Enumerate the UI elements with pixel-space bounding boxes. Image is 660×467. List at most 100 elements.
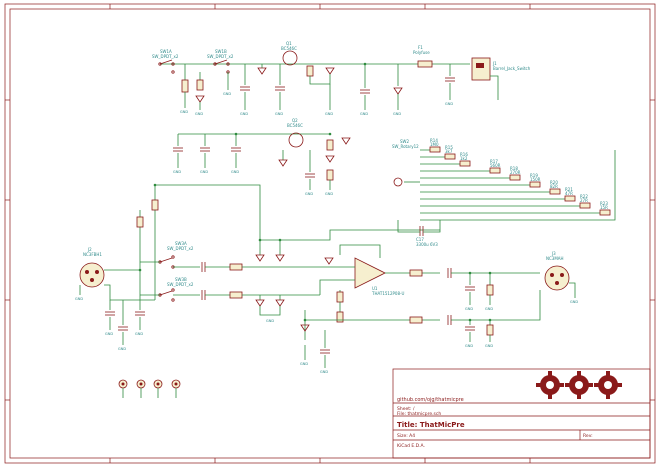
gnd-label: GND bbox=[465, 307, 473, 311]
regulator-section: GND GND GND Q2 BC546C GND GND bbox=[173, 118, 351, 196]
f1-value: Polyfuse bbox=[413, 50, 430, 55]
resistor-r18 bbox=[509, 174, 521, 181]
gnd-label: GND bbox=[445, 102, 453, 106]
resistor-value: 1k2 bbox=[460, 156, 468, 161]
resistor-r16 bbox=[459, 160, 471, 167]
power-section: SW1A SW_DPDT_x2 SW1B SW_DPDT_x2 GND GND … bbox=[152, 41, 531, 116]
resistor-value: 270R bbox=[510, 170, 521, 175]
resistor-r23 bbox=[599, 209, 611, 216]
oshw-logos bbox=[536, 371, 622, 399]
resistor-value: 27R bbox=[580, 198, 588, 203]
gnd-label: GND bbox=[200, 170, 208, 174]
resistor-ref: R20 bbox=[550, 180, 558, 185]
resistor-value: 82R bbox=[550, 184, 558, 189]
q2-value: BC546C bbox=[287, 123, 303, 128]
gnd-label: GND bbox=[570, 300, 578, 304]
u1-value: THAT1512P08-U bbox=[371, 291, 404, 296]
resistor-ref: R15 bbox=[445, 145, 453, 150]
gain-ladder: SW2 SW_Rotary12 bbox=[392, 139, 616, 221]
sw3a-ref: SW3A bbox=[175, 241, 187, 246]
gnd-label: GND bbox=[105, 332, 113, 336]
resistor-r22 bbox=[579, 202, 591, 209]
gnd-label: GND bbox=[275, 112, 283, 116]
resistor-value: 150R bbox=[530, 177, 541, 182]
sw3a-value: SW_DPDT_x2 bbox=[167, 246, 194, 251]
j2-ref: J2 bbox=[87, 247, 92, 252]
j2-value: NC3FBH1 bbox=[83, 252, 102, 257]
gnd-label: GND bbox=[195, 112, 203, 116]
resistor-ref: R21 bbox=[565, 187, 573, 192]
resistor-ref: R17 bbox=[490, 159, 498, 164]
sw1a-ref: SW1A bbox=[160, 49, 172, 54]
gnd-label: GND bbox=[223, 92, 231, 96]
q1-value: BC546C bbox=[281, 46, 297, 51]
rev-label: Rev: bbox=[583, 433, 593, 439]
gear-logo bbox=[565, 371, 593, 399]
resistor-value: 3k7 bbox=[445, 149, 453, 154]
resistor-ref: R16 bbox=[460, 152, 468, 157]
resistor-r17 bbox=[489, 167, 501, 174]
gnd-label: GND bbox=[75, 297, 83, 301]
gnd-label: GND bbox=[231, 170, 239, 174]
c17-ref: C17 bbox=[416, 237, 424, 242]
c17-value: 3300u 6V3 bbox=[416, 242, 438, 247]
q1-ref: Q1 bbox=[286, 41, 292, 46]
sheet-label: Sheet: / bbox=[397, 406, 415, 412]
frame-ticks bbox=[5, 4, 655, 463]
resistor-ref: R14 bbox=[430, 138, 438, 143]
gnd-label: GND bbox=[135, 332, 143, 336]
gnd-label: GND bbox=[485, 344, 493, 348]
f1-ref: F1 bbox=[418, 45, 423, 50]
gnd-label: GND bbox=[266, 319, 274, 323]
title-block: github.com/ojg/thatmicpre Sheet: / File:… bbox=[392, 368, 651, 459]
resistor-r21 bbox=[564, 195, 576, 202]
size-label: Size: A4 bbox=[397, 433, 415, 439]
gear-logo bbox=[536, 371, 564, 399]
resistor-value: 1M0 bbox=[430, 142, 439, 147]
j3-value: NC3MAH bbox=[546, 256, 564, 261]
gnd-label: GND bbox=[118, 347, 126, 351]
kicad-label: KiCad E.D.A. bbox=[397, 443, 425, 449]
gear-logo bbox=[594, 371, 622, 399]
u1-ref: U1 bbox=[372, 286, 378, 291]
amplifier-section: J2 NC3FBH1 GND GND GND GND SW3A SW_DPDT_… bbox=[75, 62, 578, 374]
resistor-ref: R19 bbox=[530, 173, 538, 178]
q2-ref: Q2 bbox=[292, 118, 298, 123]
j1-value: Barrel_Jack_Switch bbox=[493, 66, 531, 71]
gnd-label: GND bbox=[180, 110, 188, 114]
gnd-label: GND bbox=[240, 112, 248, 116]
sw1a-value: SW_DPDT_x2 bbox=[152, 54, 179, 59]
resistor-r20 bbox=[549, 188, 561, 195]
resistor-r14 bbox=[429, 146, 441, 153]
sw2-value: SW_Rotary12 bbox=[392, 144, 419, 149]
sw3b-value: SW_DPDT_x2 bbox=[167, 282, 194, 287]
gnd-label: GND bbox=[320, 370, 328, 374]
gnd-label: GND bbox=[300, 362, 308, 366]
resistor-value: 15R bbox=[600, 205, 608, 210]
sw1b-value: SW_DPDT_x2 bbox=[207, 54, 234, 59]
gnd-label: GND bbox=[485, 307, 493, 311]
mounting-holes bbox=[118, 379, 181, 398]
resistor-value: 47R bbox=[565, 191, 573, 196]
sheet-inner-frame bbox=[9, 8, 651, 459]
resistor-ref: R18 bbox=[510, 166, 518, 171]
resistor-r15 bbox=[444, 153, 456, 160]
sw1b-ref: SW1B bbox=[215, 49, 227, 54]
file-label: File: thatmicpre.sch bbox=[397, 411, 441, 417]
sw2-ref: SW2 bbox=[400, 139, 409, 144]
gnd-label: GND bbox=[325, 112, 333, 116]
gnd-label: GND bbox=[173, 170, 181, 174]
resistor-ref: R22 bbox=[580, 194, 588, 199]
resistor-value: 560R bbox=[490, 163, 501, 168]
gnd-label: GND bbox=[305, 192, 313, 196]
gnd-label: GND bbox=[325, 192, 333, 196]
j3-ref: J3 bbox=[551, 251, 556, 256]
sw3b-ref: SW3B bbox=[175, 277, 187, 282]
gnd-label: GND bbox=[360, 112, 368, 116]
gnd-label: GND bbox=[465, 344, 473, 348]
page-title: Title: ThatMicPre bbox=[397, 421, 465, 429]
repo-url: github.com/ojg/thatmicpre bbox=[397, 397, 464, 403]
resistor-ref: R23 bbox=[600, 201, 608, 206]
